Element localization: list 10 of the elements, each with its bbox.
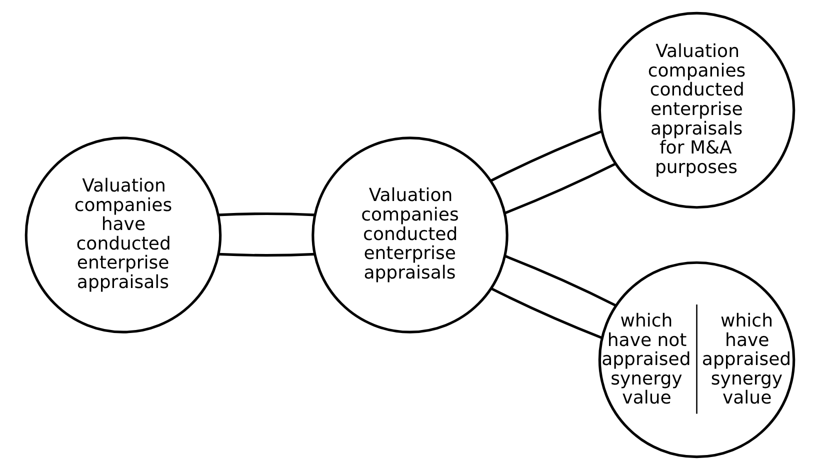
connector (504, 254, 616, 307)
node-circle: which have not appraised synergy value which have appraised synergy value (598, 261, 795, 458)
node-circle: Valuation companies conducted enterprise appraisals for M&A purposes (598, 12, 795, 209)
connector (504, 162, 616, 214)
connector (490, 287, 602, 340)
connector (218, 252, 314, 257)
connector (490, 130, 602, 182)
connector (218, 212, 315, 216)
node-circle: Valuation companies conducted enterprise appraisals (311, 136, 508, 334)
node-circle: Valuation companies have conducted enterprise appraisals (24, 136, 222, 334)
